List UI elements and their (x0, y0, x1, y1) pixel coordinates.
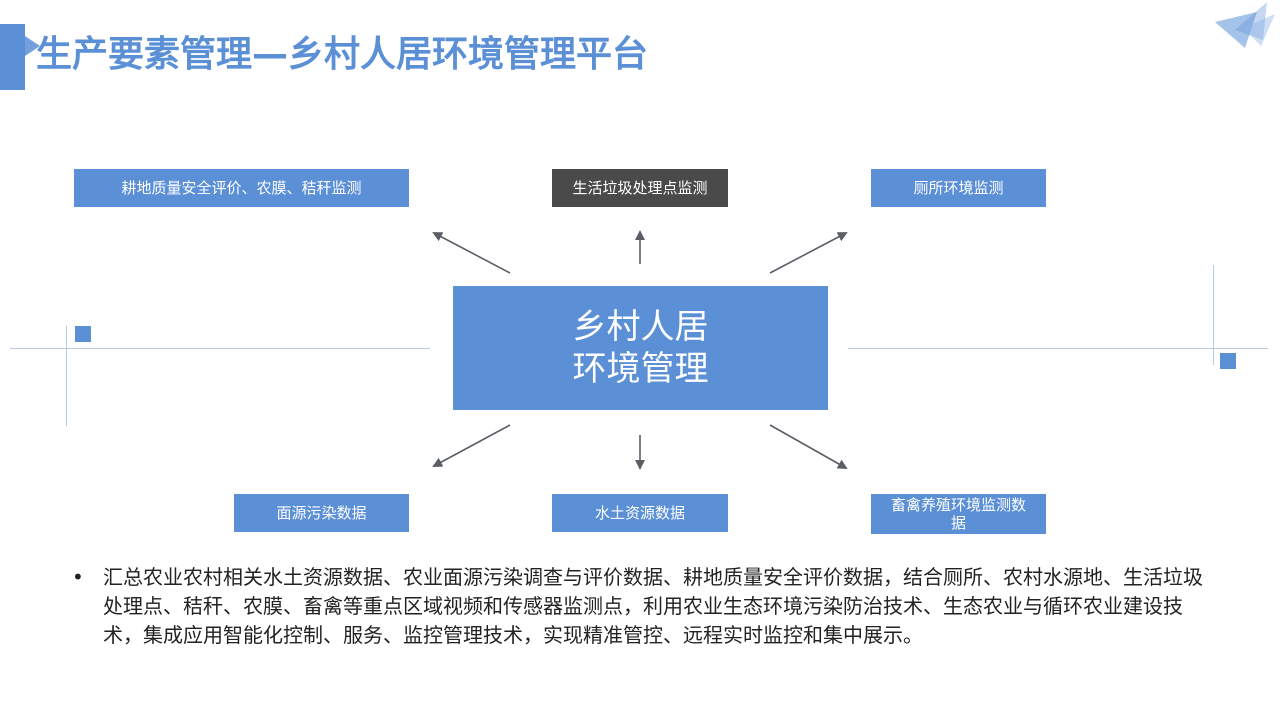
right-square-decoration (1220, 353, 1236, 369)
top-box-label: 厕所环境监测 (913, 179, 1004, 197)
bottom-box-livestock-data: 畜禽养殖环境监测数据 (871, 494, 1046, 534)
corner-decoration-icon (1215, 2, 1275, 48)
left-horizontal-line (10, 348, 430, 349)
bottom-box-label: 畜禽养殖环境监测数据 (890, 496, 1026, 532)
right-vertical-line (1213, 265, 1214, 365)
center-box-line2: 环境管理 (572, 349, 709, 389)
bullet-marker: • (72, 565, 84, 589)
top-box-toilet-monitoring: 厕所环境监测 (871, 169, 1046, 207)
bottom-box-soil-water-data: 水土资源数据 (552, 494, 728, 532)
right-horizontal-line (848, 348, 1268, 349)
title-accent-bar (0, 24, 25, 90)
top-box-label: 生活垃圾处理点监测 (572, 179, 708, 197)
center-box-rural-environment: 乡村人居 环境管理 (453, 286, 828, 410)
top-box-farmland-monitoring: 耕地质量安全评价、农膜、秸秆监测 (74, 169, 409, 207)
bottom-box-label: 水土资源数据 (594, 504, 685, 522)
left-vertical-line (66, 326, 67, 426)
arrow-bottom-right (769, 424, 848, 469)
center-box-line1: 乡村人居 (572, 307, 709, 347)
bullet-paragraph: 汇总农业农村相关水土资源数据、农业面源污染调查与评价数据、耕地质量安全评价数据，… (103, 565, 1203, 647)
arrow-top-left (432, 232, 511, 274)
left-square-decoration (75, 326, 91, 342)
page-title: 生产要素管理—乡村人居环境管理平台 (36, 34, 649, 75)
top-box-garbage-monitoring: 生活垃圾处理点监测 (552, 169, 728, 207)
bottom-box-label: 面源污染数据 (276, 504, 367, 522)
bottom-box-pollution-data: 面源污染数据 (234, 494, 409, 532)
top-box-label: 耕地质量安全评价、农膜、秸秆监测 (121, 179, 362, 197)
title-accent-triangle (22, 34, 40, 58)
arrow-bottom-left (432, 424, 511, 467)
arrow-top-right (769, 232, 848, 274)
